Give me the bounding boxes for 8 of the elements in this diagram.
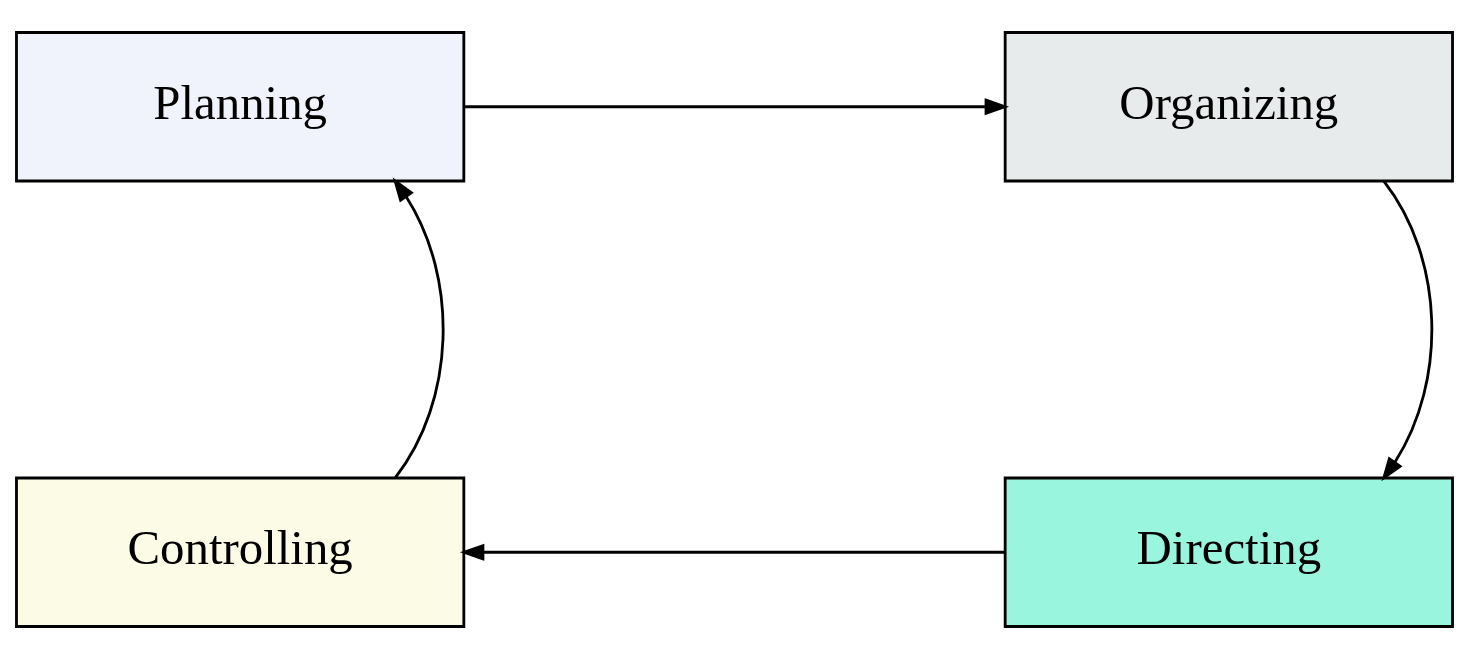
node-box: Organizing <box>1003 30 1454 182</box>
node-box: Directing <box>1003 476 1454 628</box>
node-box: Planning <box>15 30 466 182</box>
arrow <box>1381 179 1434 481</box>
arrow <box>459 543 1005 561</box>
node-box: Controlling <box>15 476 466 628</box>
arrow <box>464 97 1010 115</box>
arrow <box>392 177 445 479</box>
